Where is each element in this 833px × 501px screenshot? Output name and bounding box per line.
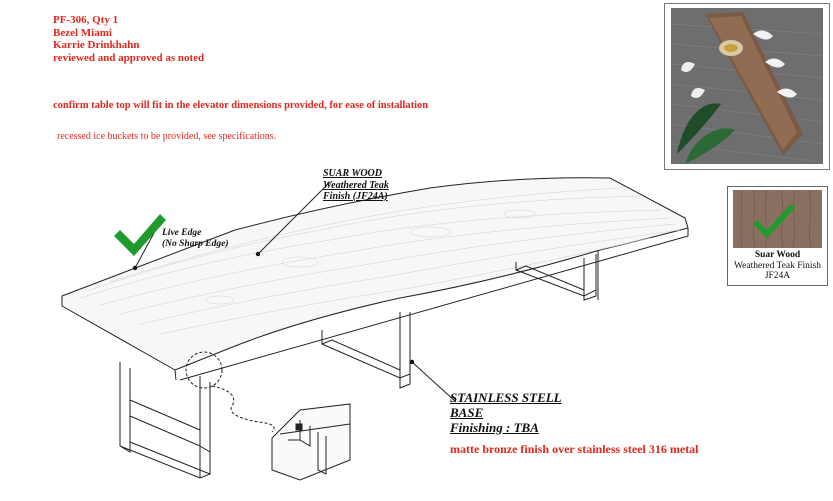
swatch-title: Suar Wood (754, 250, 801, 260)
edge-label-1: Live Edge (162, 228, 202, 238)
header-line-1: PF-306, Qty 1 (53, 14, 119, 26)
swatch-line-3: JF24A (764, 271, 791, 281)
confirm-note: confirm table top will fit in the elevat… (53, 100, 429, 111)
left-base (119, 362, 212, 479)
wood-label: SUAR WOOD Weathered Teak Finish (JF24A) (323, 168, 389, 203)
edge-label-2: (No Sharp Edge) (162, 239, 229, 249)
reference-photo-image (670, 8, 824, 164)
approval-header: PF-306, Qty 1 Bezel Miami Karrie Drinkha… (53, 14, 204, 64)
check-icon (114, 214, 166, 256)
header-line-2: Bezel Miami (53, 26, 112, 39)
wood-label-2: Weathered Teak (323, 179, 389, 191)
wood-label-1: SUAR WOOD (323, 168, 382, 179)
detail-inset (271, 403, 351, 481)
swatch-caption: Suar Wood Weathered Teak Finish JF24A (727, 250, 828, 282)
check-icon (753, 204, 795, 238)
header-line-4: reviewed and approved as noted (53, 51, 205, 64)
right-base (515, 250, 599, 301)
table-top (61, 177, 689, 371)
detail-circle (185, 351, 223, 389)
swatch-line-2: Weathered Teak Finish (733, 260, 822, 271)
base-label-3: Finishing : TBA (450, 420, 539, 435)
base-label: STAINLESS STELL BASE Finishing : TBA (450, 390, 562, 435)
wood-label-3: Finish (JF24A) (323, 191, 388, 202)
base-label-2: BASE (450, 405, 484, 420)
edge-label: Live Edge (No Sharp Edge) (162, 228, 229, 250)
header-line-3: Karrie Drinkhahn (53, 39, 140, 51)
reference-photo (664, 3, 830, 170)
recessed-note: recessed ice buckets to be provided, see… (57, 131, 277, 142)
wood-swatch-box (727, 186, 828, 286)
base-finish-note: matte bronze finish over stainless steel… (450, 442, 699, 456)
middle-base (321, 312, 411, 389)
wood-swatch-image (733, 190, 822, 249)
base-label-1: STAINLESS STELL (450, 390, 562, 405)
